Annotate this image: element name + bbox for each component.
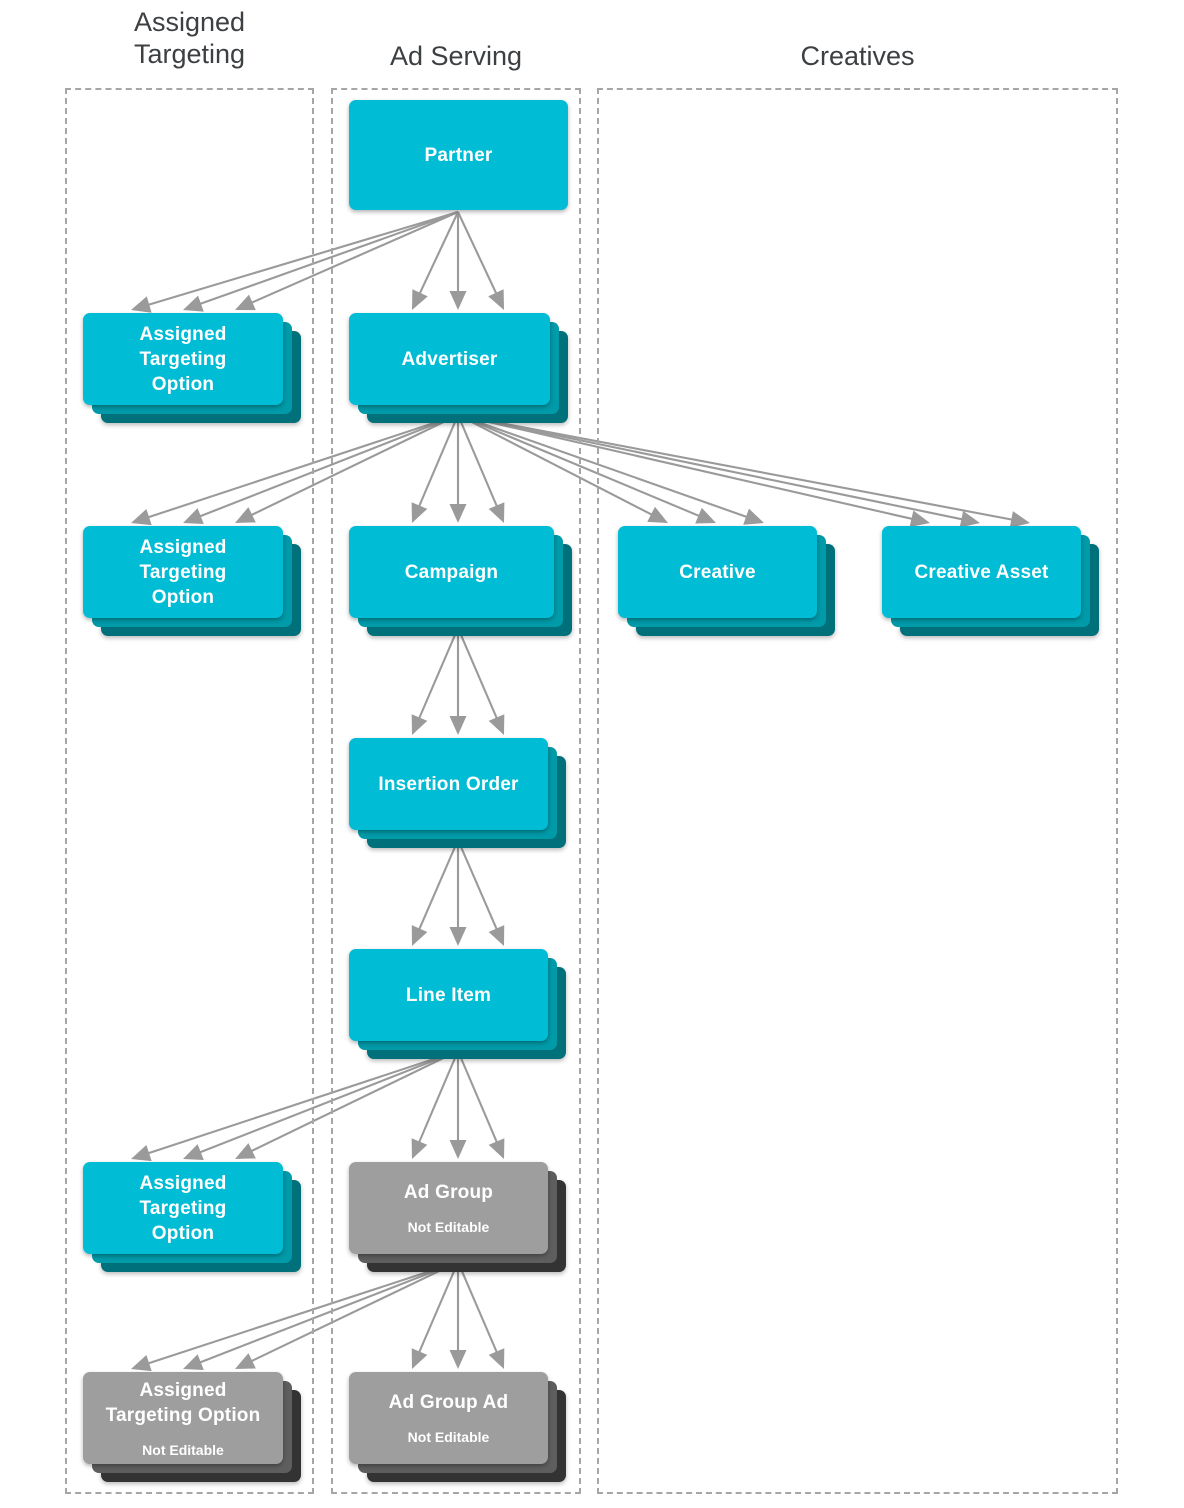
node-partner[interactable]: Partner [349,100,586,228]
swimlane-ad-serving [331,88,581,1494]
card-face-ad-group-ad[interactable]: Ad Group Ad Not Editable [349,1372,548,1464]
node-title: Ad Group Ad [388,1392,509,1413]
card-face-line-item[interactable]: Line Item [349,949,548,1041]
node-ato-line-item[interactable]: Assigned Targeting Option [83,1162,301,1272]
node-title: Advertiser [401,348,498,370]
card-face-advertiser[interactable]: Advertiser [349,313,550,405]
node-title: Line Item [405,984,492,1006]
swimlane-creatives [597,88,1118,1494]
node-subtitle: Not Editable [142,1441,224,1458]
node-title: Insertion Order [378,773,519,795]
node-title: Partner [424,144,493,166]
card-face-ato-advertiser[interactable]: Assigned Targeting Option [83,526,283,618]
swimlane-title-assigned-targeting: Assigned Targeting [133,7,246,69]
node-title: Assigned Targeting Option [139,1172,227,1244]
node-advertiser[interactable]: Advertiser [349,313,568,423]
node-title: Campaign [404,561,499,583]
swimlane-assigned-targeting [65,88,314,1494]
swimlane-title-creatives: Creatives [800,41,915,71]
node-title: Creative Asset [914,561,1049,583]
node-subtitle: Not Editable [407,1219,490,1235]
card-face-creative-asset[interactable]: Creative Asset [882,526,1081,618]
node-subtitle: Not Editable [407,1429,490,1445]
node-campaign[interactable]: Campaign [349,526,572,636]
card-face-insertion-order[interactable]: Insertion Order [349,738,548,830]
node-line-item[interactable]: Line Item [349,949,566,1059]
node-ad-group-ad[interactable]: Ad Group Ad Not Editable [349,1372,566,1482]
card-face-creative[interactable]: Creative [618,526,817,618]
node-title: Assigned Targeting Option [105,1379,261,1426]
node-insertion-order[interactable]: Insertion Order [349,738,566,848]
node-creative-asset[interactable]: Creative Asset [882,526,1099,636]
node-title: Assigned Targeting Option [139,323,227,395]
card-face-campaign[interactable]: Campaign [349,526,554,618]
card-face-ato-line-item[interactable]: Assigned Targeting Option [83,1162,283,1254]
node-creative[interactable]: Creative [618,526,835,636]
card-face-partner[interactable]: Partner [349,100,568,210]
node-title: Creative [679,561,756,583]
node-title: Ad Group [403,1182,494,1203]
node-ato-advertiser[interactable]: Assigned Targeting Option [83,526,301,636]
swimlane-title-ad-serving: Ad Serving [389,41,523,71]
node-ato-partner[interactable]: Assigned Targeting Option [83,313,301,423]
card-face-ato-partner[interactable]: Assigned Targeting Option [83,313,283,405]
node-title: Assigned Targeting Option [139,536,227,608]
